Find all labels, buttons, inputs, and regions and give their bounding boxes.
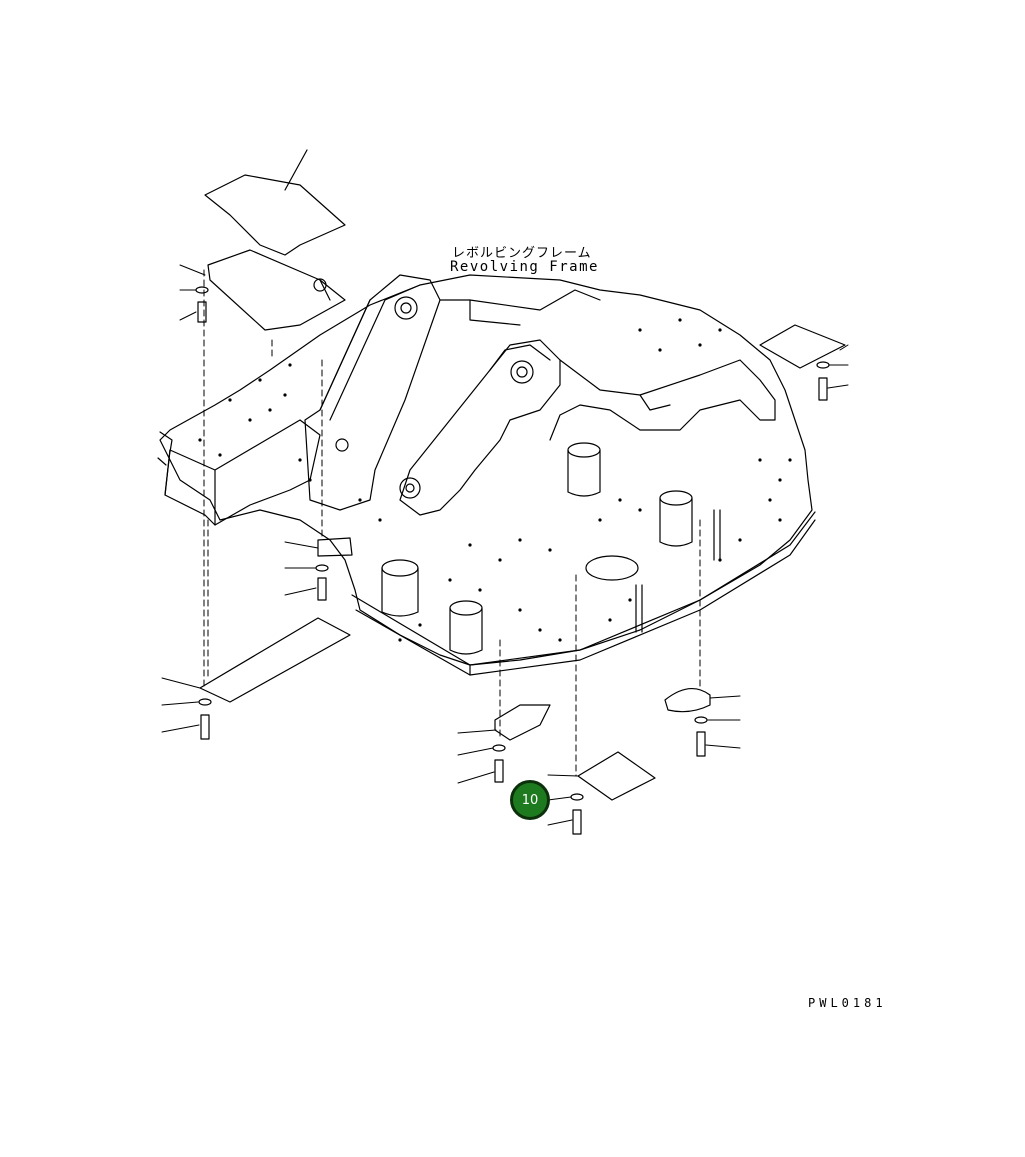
lower-left-plate <box>199 617 351 703</box>
drawing-code: PWL0181 <box>808 996 887 1010</box>
frame-label-japanese: レボルビングフレーム <box>452 246 592 261</box>
callout-number: 10 <box>521 792 539 808</box>
center-lines <box>203 269 701 777</box>
cylinder-parts <box>381 442 721 655</box>
boom-brackets <box>304 274 776 516</box>
top-plate-assembly <box>204 149 346 331</box>
bolt-holes <box>198 318 792 642</box>
leader-lines <box>161 264 849 826</box>
callout-10-marker[interactable]: 10 <box>510 780 550 820</box>
fasteners <box>195 286 830 835</box>
frame-deck <box>159 274 816 676</box>
left-deck-box <box>157 419 321 526</box>
right-upper-plate <box>759 324 846 369</box>
frame-label-english: Revolving Frame <box>450 259 599 275</box>
